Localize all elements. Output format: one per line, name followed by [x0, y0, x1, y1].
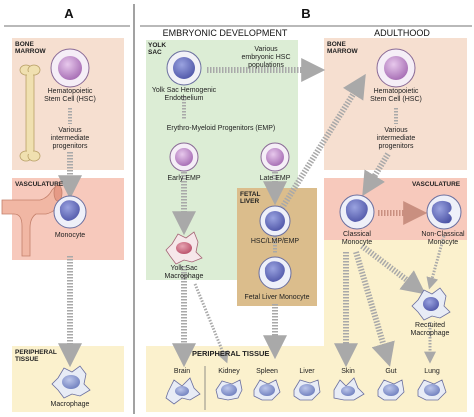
cell-hsc-b — [376, 48, 416, 88]
cell-late-emp — [260, 142, 290, 172]
region-backgrounds — [12, 38, 467, 412]
macrophage-gut — [377, 379, 405, 401]
cell-hsc-a — [50, 48, 90, 88]
peripheral-region-b — [146, 346, 467, 412]
cell-yolk-sac-macrophage — [165, 231, 203, 265]
macrophage-lung — [417, 379, 447, 401]
macrophage-liver — [293, 379, 321, 401]
tissue-macrophages — [165, 377, 447, 405]
cell-yolk-endothelium — [166, 50, 202, 86]
cell-monocyte-a — [53, 195, 87, 229]
macrophage-brain — [165, 377, 201, 405]
cell-nonclassical-monocyte — [426, 194, 462, 230]
cell-classical-monocyte — [339, 194, 375, 230]
bone-icon — [19, 64, 41, 162]
cell-hsc-lmp-emp — [259, 205, 291, 237]
arrows-b — [172, 58, 446, 368]
cell-macrophage-a — [51, 365, 91, 399]
cell-recruited-macrophage — [411, 287, 451, 321]
cell-fetal-liver-monocyte — [258, 256, 292, 290]
macrophage-kidney — [215, 379, 243, 401]
macrophage-spleen — [253, 379, 281, 401]
cell-early-emp — [169, 142, 199, 172]
macrophage-skin — [333, 377, 365, 401]
